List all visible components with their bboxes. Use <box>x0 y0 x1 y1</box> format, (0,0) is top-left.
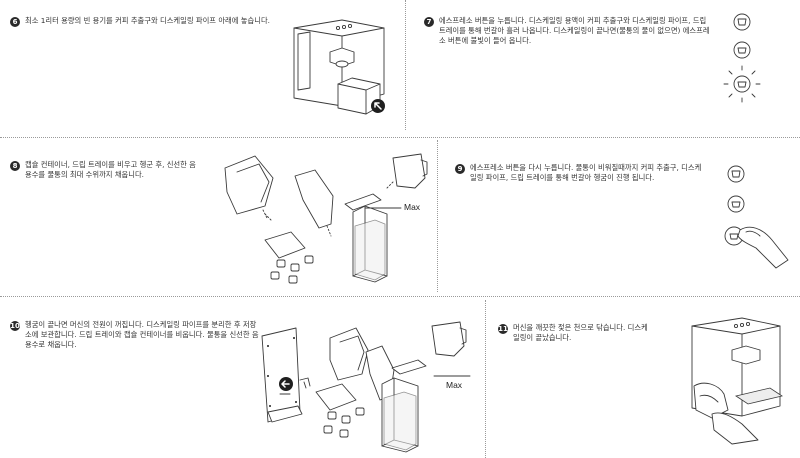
step-6: 6 최소 1리터 용량의 빈 용기를 커피 추출구와 디스케일링 파이프 아래에… <box>10 16 280 27</box>
wipe-machine-illustration <box>691 317 783 445</box>
machine-with-container-illustration <box>293 19 385 115</box>
step-6-number: 6 <box>10 17 20 27</box>
col-divider-1 <box>405 0 406 130</box>
finger-icon <box>737 226 789 269</box>
step-10: 10 헹굼이 끝나면 머신의 전원이 꺼집니다. 디스케일링 파이프를 분리한 … <box>10 320 260 350</box>
step-8: 8 캡슐 컨테이너, 드립 트레이를 비우고 헹군 후, 신선한 음용수를 물통… <box>10 160 200 180</box>
cup-espresso-icon <box>727 195 745 213</box>
hand-icon <box>711 412 759 445</box>
step-10-number: 10 <box>10 321 20 331</box>
step-10-text: 헹굼이 끝나면 머신의 전원이 꺼집니다. 디스케일링 파이프를 분리한 후 저… <box>25 320 259 349</box>
step-8-text: 캡슐 컨테이너, 드립 트레이를 비우고 헹군 후, 신선한 음용수를 물통의 … <box>25 160 196 179</box>
step-6-text: 최소 1리터 용량의 빈 용기를 커피 추출구와 디스케일링 파이프 아래에 놓… <box>25 16 270 25</box>
max-level-label-step10: Max <box>446 380 463 390</box>
cup-espresso-icon <box>733 41 751 59</box>
row-divider-1 <box>0 137 800 138</box>
step-11-text: 머신을 깨끗한 젖은 천으로 닦습니다. 디스케일링이 끝났습니다. <box>513 323 648 342</box>
remove-pipe-illustration-step10 <box>261 321 471 453</box>
button-panel-step9 <box>724 165 789 269</box>
button-panel-step7 <box>723 13 761 103</box>
col-divider-2 <box>437 140 438 292</box>
row-divider-2 <box>0 296 800 297</box>
step-11: 11 머신을 깨끗한 젖은 천으로 닦습니다. 디스케일링이 끝났습니다. <box>498 323 648 343</box>
step-9: 9 에스프레소 버튼을 다시 누릅니다. 물통이 비워질때까지 커피 추출구, … <box>455 163 705 183</box>
max-level-label-step8: Max <box>404 202 421 212</box>
col-divider-3 <box>485 300 486 458</box>
cup-large-icon <box>733 13 751 31</box>
step-8-number: 8 <box>10 161 20 171</box>
step-7-text: 에스프레소 버튼을 누릅니다. 디스케일링 용액이 커피 추출구와 디스케일링 … <box>439 16 710 45</box>
empty-containers-illustration-step8 <box>224 153 428 284</box>
step-9-number: 9 <box>455 164 465 174</box>
step-9-text: 에스프레소 버튼을 다시 누릅니다. 물통이 비워질때까지 커피 추출구, 디스… <box>470 163 702 182</box>
step-11-number: 11 <box>498 324 508 334</box>
espresso-lit-icon <box>723 65 761 103</box>
step-7: 7 에스프레소 버튼을 누릅니다. 디스케일링 용액이 커피 추출구와 디스케일… <box>424 16 714 46</box>
step-7-number: 7 <box>424 17 434 27</box>
cup-large-icon <box>727 165 745 183</box>
